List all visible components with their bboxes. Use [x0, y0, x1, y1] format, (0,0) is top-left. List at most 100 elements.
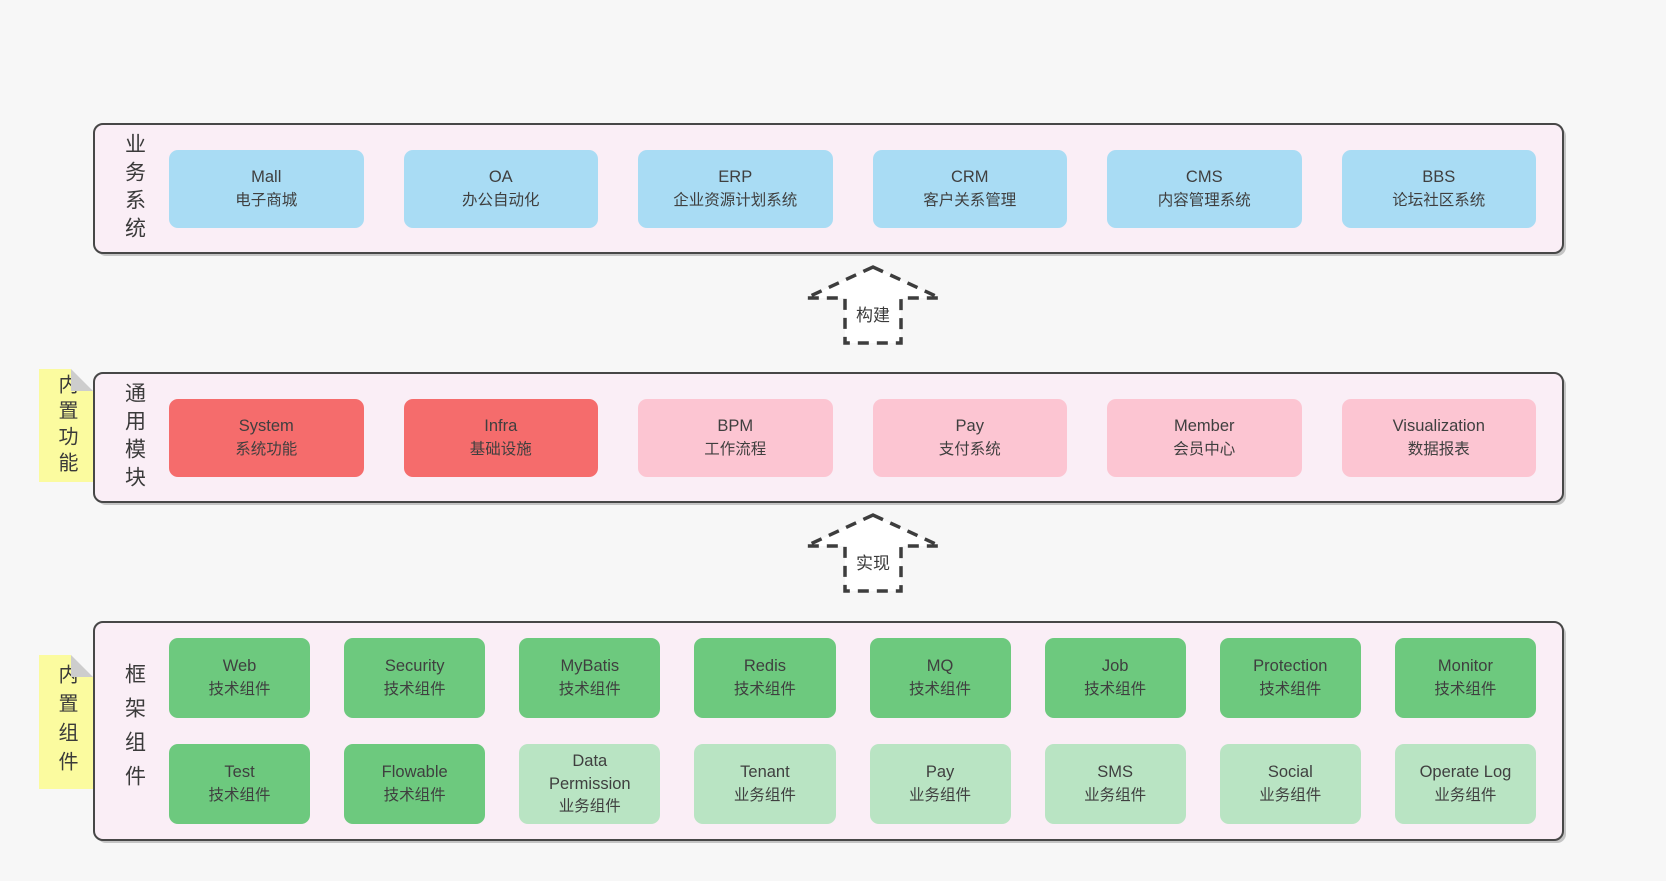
box-subtitle: 系统功能 [235, 441, 298, 459]
arrow-implement-up: 实现 [798, 512, 948, 594]
components-box-grid: Web 技术组件 Security 技术组件 MyBatis 技术组件 Redi… [157, 638, 1562, 824]
box-title: CMS [1185, 167, 1223, 186]
box-subtitle: 技术组件 [383, 680, 446, 698]
box-title: BPM [717, 416, 754, 435]
box-title: Mall [251, 167, 282, 186]
sticky-note-text: 内置功能 [55, 373, 77, 478]
sticky-note-built-in-components: 内置组件 [39, 655, 93, 789]
box-pay-component: Pay 业务组件 [869, 744, 1011, 824]
box-title: Flowable [381, 763, 448, 782]
panel-label-wrap: 通用模块 [111, 382, 157, 494]
arrow-build-up: 构建 [798, 264, 948, 346]
box-subtitle: 业务组件 [1084, 786, 1147, 804]
box-redis: Redis 技术组件 [694, 638, 836, 718]
box-subtitle: 技术组件 [208, 786, 271, 804]
box-title: ERP [718, 167, 753, 186]
box-title: BBS [1422, 167, 1456, 186]
box-mq: MQ 技术组件 [869, 638, 1011, 718]
box-subtitle: 数据报表 [1407, 441, 1470, 459]
panel-components-label: 框架组件 [122, 663, 146, 799]
box-security: Security 技术组件 [344, 638, 486, 718]
box-subtitle: 技术组件 [558, 680, 621, 698]
modules-box-row: System 系统功能 Infra 基础设施 BPM 工作流程 Pay 支付系统… [157, 398, 1562, 477]
box-title: Security [384, 657, 445, 676]
box-subtitle: 技术组件 [909, 680, 972, 698]
sticky-note-built-in-features: 内置功能 [39, 369, 93, 482]
arrow-implement-label: 实现 [853, 548, 893, 575]
box-subtitle: 工作流程 [704, 441, 767, 459]
box-title: MQ [926, 657, 954, 676]
box-subtitle: 技术组件 [1434, 680, 1497, 698]
box-title: SMS [1097, 763, 1134, 782]
box-tenant: Tenant 业务组件 [694, 744, 836, 824]
box-subtitle: 基础设施 [469, 441, 532, 459]
box-title: Infra [484, 416, 518, 435]
box-title: Data Permission [549, 751, 631, 793]
box-data-permission: Data Permission 业务组件 [519, 744, 661, 824]
box-subtitle: 支付系统 [938, 441, 1001, 459]
box-title: Member [1173, 416, 1235, 435]
box-subtitle: 业务组件 [558, 798, 621, 816]
panel-business-label: 业务系统 [122, 132, 146, 245]
box-subtitle: 业务组件 [733, 786, 796, 804]
panel-modules-label: 通用模块 [122, 381, 146, 494]
box-sms: SMS 业务组件 [1044, 744, 1186, 824]
box-title: Protection [1253, 657, 1328, 676]
box-subtitle: 技术组件 [1084, 680, 1147, 698]
box-title: Visualization [1392, 416, 1485, 435]
box-system: System 系统功能 [169, 398, 364, 477]
box-flowable: Flowable 技术组件 [344, 744, 486, 824]
box-subtitle: 业务组件 [1259, 786, 1322, 804]
box-pay-module: Pay 支付系统 [872, 398, 1067, 477]
box-subtitle: 技术组件 [208, 680, 271, 698]
box-title: Pay [955, 416, 984, 435]
box-operate-log: Operate Log 业务组件 [1394, 744, 1536, 824]
box-title: Redis [743, 657, 787, 676]
box-title: System [238, 416, 294, 435]
box-social: Social 业务组件 [1219, 744, 1361, 824]
box-subtitle: 技术组件 [733, 680, 796, 698]
box-bbs: BBS 论坛社区系统 [1341, 149, 1536, 228]
box-crm: CRM 客户关系管理 [872, 149, 1067, 228]
box-subtitle: 内容管理系统 [1157, 192, 1251, 210]
box-subtitle: 论坛社区系统 [1392, 192, 1486, 210]
box-title: Operate Log [1419, 763, 1512, 782]
box-erp: ERP 企业资源计划系统 [638, 149, 833, 228]
box-subtitle: 业务组件 [1434, 786, 1497, 804]
box-title: Tenant [740, 763, 790, 782]
box-subtitle: 客户关系管理 [923, 192, 1017, 210]
box-title: Job [1101, 657, 1129, 676]
panel-label-wrap: 业务系统 [111, 133, 157, 245]
box-title: Pay [925, 763, 955, 782]
box-subtitle: 技术组件 [1259, 680, 1322, 698]
box-mall: Mall 电子商城 [169, 149, 364, 228]
box-subtitle: 会员中心 [1173, 441, 1236, 459]
box-infra: Infra 基础设施 [403, 398, 598, 477]
box-subtitle: 电子商城 [235, 192, 298, 210]
box-member: Member 会员中心 [1107, 398, 1302, 477]
box-title: MyBatis [560, 657, 620, 676]
panel-common-modules: 通用模块 System 系统功能 Infra 基础设施 BPM 工作流程 Pay… [93, 372, 1564, 503]
panel-label-wrap: 框架组件 [111, 663, 157, 799]
box-subtitle: 办公自动化 [461, 192, 540, 210]
box-cms: CMS 内容管理系统 [1107, 149, 1302, 228]
sticky-note-text: 内置组件 [55, 664, 77, 780]
box-web: Web 技术组件 [169, 638, 311, 718]
arrow-build-label: 构建 [853, 300, 893, 327]
panel-framework-components: 框架组件 Web 技术组件 Security 技术组件 MyBatis 技术组件… [93, 621, 1564, 841]
panel-business-systems: 业务系统 Mall 电子商城 OA 办公自动化 ERP 企业资源计划系统 CRM… [93, 123, 1564, 254]
box-subtitle: 技术组件 [383, 786, 446, 804]
box-bpm: BPM 工作流程 [638, 398, 833, 477]
box-protection: Protection 技术组件 [1219, 638, 1361, 718]
box-subtitle: 业务组件 [909, 786, 972, 804]
box-title: Monitor [1437, 657, 1493, 676]
box-title: Web [222, 657, 257, 676]
box-title: OA [488, 167, 513, 186]
box-title: Test [224, 763, 255, 782]
business-box-row: Mall 电子商城 OA 办公自动化 ERP 企业资源计划系统 CRM 客户关系… [157, 149, 1562, 228]
box-visualization: Visualization 数据报表 [1341, 398, 1536, 477]
box-title: CRM [950, 167, 989, 186]
box-test: Test 技术组件 [169, 744, 311, 824]
box-subtitle: 企业资源计划系统 [673, 192, 798, 210]
box-monitor: Monitor 技术组件 [1394, 638, 1536, 718]
